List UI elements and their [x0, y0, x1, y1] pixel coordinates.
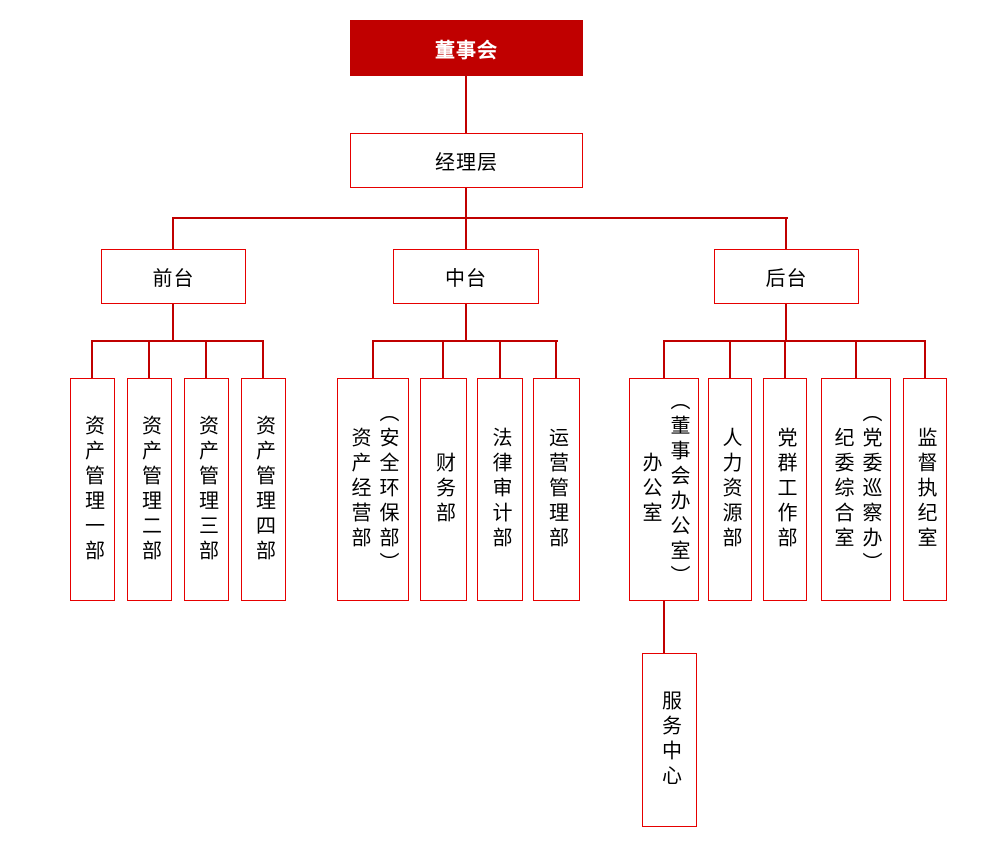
node-asset-management-dept-1: 资产管理一部 — [70, 378, 115, 601]
node-label: 资产经营部 — [348, 427, 370, 552]
connector-line — [465, 217, 467, 250]
node-label: 法律审计部 — [489, 427, 511, 552]
node-sublabel: （董事会办公室） — [667, 389, 689, 590]
node-label: 中台 — [445, 268, 487, 290]
node-label: 后台 — [765, 268, 808, 290]
node-sublabel: （党委巡察办） — [859, 402, 881, 577]
node-middle-office: 中台 — [393, 249, 539, 304]
connector-line — [148, 340, 150, 378]
connector-line — [205, 340, 207, 378]
node-supervision-discipline-office: 监督执纪室 — [903, 378, 947, 601]
node-label: 资产管理三部 — [195, 414, 218, 565]
connector-line — [442, 340, 444, 378]
connector-line — [91, 340, 264, 342]
node-asset-management-dept-3: 资产管理三部 — [184, 378, 229, 601]
node-legal-audit-dept: 法律审计部 — [477, 378, 523, 601]
node-label: 前台 — [152, 268, 195, 290]
connector-line — [555, 340, 557, 378]
connector-line — [465, 304, 467, 341]
node-label: 党群工作部 — [774, 427, 796, 552]
connector-line — [499, 340, 501, 378]
connector-line — [663, 601, 665, 653]
node-front-office: 前台 — [101, 249, 246, 304]
connector-line — [372, 340, 374, 378]
connector-line — [172, 217, 174, 250]
node-management-layer: 经理层 — [350, 133, 583, 188]
connector-line — [465, 188, 467, 218]
node-label: 纪委综合室 — [831, 427, 853, 552]
node-label: 服务中心 — [658, 690, 681, 790]
node-service-center: 服务中心 — [642, 653, 697, 827]
node-general-office: 办公室 （董事会办公室） — [629, 378, 699, 601]
connector-line — [785, 304, 787, 341]
node-asset-management-dept-4: 资产管理四部 — [241, 378, 286, 601]
connector-line — [372, 340, 558, 342]
node-label: 资产管理二部 — [138, 414, 161, 565]
connector-line — [663, 340, 926, 342]
node-asset-management-dept-2: 资产管理二部 — [127, 378, 172, 601]
node-back-office: 后台 — [714, 249, 859, 304]
node-label: 经理层 — [435, 152, 498, 174]
node-sublabel: （安全环保部） — [376, 402, 398, 577]
node-human-resources-dept: 人力资源部 — [708, 378, 752, 601]
node-label: 财务部 — [432, 452, 455, 527]
node-operations-management-dept: 运营管理部 — [533, 378, 580, 601]
node-label: 资产管理四部 — [252, 414, 275, 565]
node-label: 运营管理部 — [545, 427, 568, 552]
connector-line — [172, 217, 788, 219]
node-label: 资产管理一部 — [81, 414, 104, 565]
connector-line — [91, 340, 93, 378]
connector-line — [855, 340, 857, 378]
node-label: 人力资源部 — [719, 427, 741, 552]
node-label: 监督执纪室 — [914, 427, 936, 552]
connector-line — [465, 76, 467, 133]
connector-line — [784, 340, 786, 378]
connector-line — [785, 217, 787, 250]
node-finance-dept: 财务部 — [420, 378, 467, 601]
node-board-of-directors: 董事会 — [350, 20, 583, 76]
node-label: 董事会 — [435, 39, 498, 62]
node-label: 办公室 — [639, 452, 661, 527]
node-asset-operations-dept: 资产经营部 （安全环保部） — [337, 378, 409, 601]
connector-line — [172, 304, 174, 341]
connector-line — [663, 340, 665, 378]
connector-line — [924, 340, 926, 378]
node-discipline-committee-office: 纪委综合室 （党委巡察办） — [821, 378, 891, 601]
node-party-mass-work-dept: 党群工作部 — [763, 378, 807, 601]
connector-line — [262, 340, 264, 378]
connector-line — [729, 340, 731, 378]
